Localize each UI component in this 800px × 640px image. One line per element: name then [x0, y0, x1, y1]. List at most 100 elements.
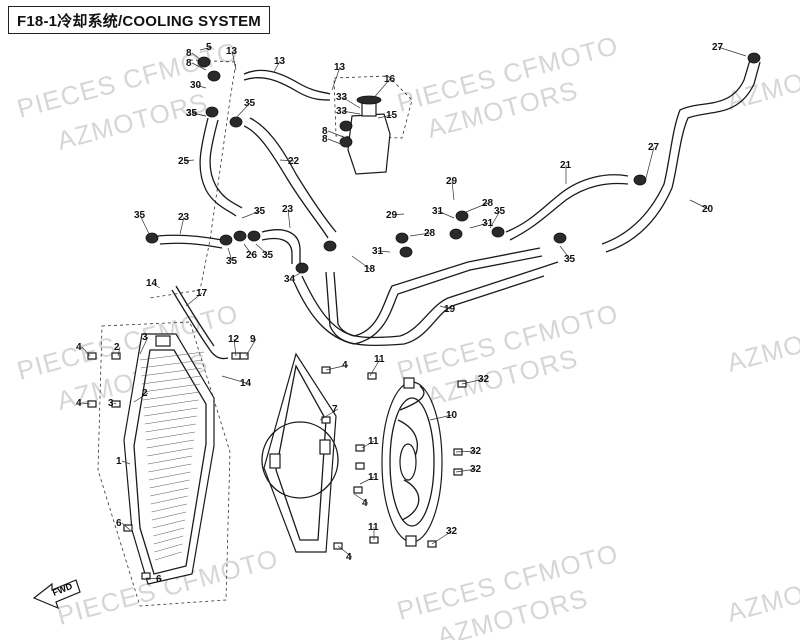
bolt: [321, 416, 331, 424]
leader-line: [179, 216, 185, 235]
callout-29: 29: [446, 176, 458, 187]
leader-line: [185, 292, 203, 307]
leader-line: [341, 96, 361, 109]
callout-31: 31: [372, 246, 384, 257]
leader-line: [377, 250, 391, 253]
leader-line: [113, 402, 117, 405]
leader-line: [191, 52, 205, 63]
leader-line: [645, 146, 655, 179]
leader-line: [465, 202, 489, 213]
coolant-reservoir: [347, 95, 391, 175]
callout-4: 4: [76, 342, 82, 353]
callout-16: 16: [384, 74, 396, 85]
bolt: [87, 352, 97, 360]
hose-clamp: [339, 136, 353, 148]
bolt: [239, 352, 249, 360]
radiator-fins: [139, 351, 205, 561]
callout-8: 8: [322, 134, 328, 145]
callout-14: 14: [146, 278, 158, 289]
leader-line: [117, 346, 121, 357]
leader-line: [139, 214, 151, 237]
callout-29: 29: [386, 210, 398, 221]
hose-clamp: [295, 262, 309, 274]
hose-clamp: [395, 232, 409, 244]
hose-clamp: [455, 210, 469, 222]
callout-33: 33: [336, 92, 348, 103]
hose-clamp: [339, 120, 353, 132]
callout-35: 35: [244, 98, 256, 109]
bolt: [367, 372, 377, 380]
leader-line: [81, 402, 91, 405]
leader-line: [191, 62, 207, 71]
callout-11: 11: [368, 472, 379, 483]
callout-31: 31: [482, 218, 494, 229]
page-title-text: F18-1冷却系统/COOLING SYSTEM: [17, 12, 261, 30]
callout-19: 19: [444, 304, 456, 315]
callout-11: 11: [368, 522, 379, 533]
callout-22: 22: [288, 156, 300, 167]
leader-line: [331, 66, 341, 91]
callout-6: 6: [156, 574, 162, 585]
leader-line: [689, 199, 709, 210]
leader-line: [439, 305, 451, 310]
hose-clamp: [323, 240, 337, 252]
callout-10: 10: [446, 410, 458, 421]
watermark-text: AZMOTORS: [724, 559, 800, 628]
leader-line: [227, 247, 233, 262]
hose-clamp: [449, 228, 463, 240]
leader-line: [121, 522, 131, 531]
hose-clamp: [229, 116, 243, 128]
leader-line: [273, 60, 281, 73]
leader-line: [287, 208, 291, 229]
leader-line: [121, 460, 131, 465]
leader-line: [391, 213, 405, 216]
leader-line: [351, 255, 371, 270]
leader-lines: [81, 46, 747, 580]
fwd-arrow-icon: FWD: [32, 579, 81, 610]
callout-23: 23: [178, 212, 190, 223]
cooling-fan: [381, 377, 443, 547]
leader-line: [327, 138, 347, 147]
hose-clamp: [207, 70, 221, 82]
leader-line: [353, 493, 369, 504]
callout-35: 35: [494, 206, 506, 217]
callout-30: 30: [190, 80, 202, 91]
callout-35: 35: [564, 254, 576, 265]
callout-7: 7: [332, 404, 338, 415]
callout-8: 8: [186, 48, 192, 59]
leader-line: [359, 476, 375, 485]
leader-line: [437, 210, 455, 219]
hose-clamp: [219, 234, 233, 246]
hose-24: [157, 234, 223, 241]
callout-11: 11: [368, 436, 379, 447]
callout-35: 35: [226, 256, 238, 267]
callout-2: 2: [142, 388, 148, 399]
bolt: [141, 572, 151, 580]
hose-21: [505, 174, 629, 233]
leader-line: [221, 375, 247, 384]
hose-20: [601, 59, 751, 245]
leader-line: [279, 159, 295, 162]
callout-13: 13: [274, 56, 286, 67]
leader-line: [245, 338, 257, 357]
callout-13: 13: [226, 46, 238, 57]
callout-35: 35: [134, 210, 146, 221]
leader-line: [717, 46, 747, 57]
hose-22: [243, 125, 329, 239]
bolt: [111, 352, 121, 360]
callout-9: 9: [250, 334, 256, 345]
callout-21: 21: [560, 160, 572, 171]
callout-17: 17: [196, 288, 208, 299]
leader-line: [455, 468, 477, 473]
callout-28: 28: [482, 198, 494, 209]
leader-line: [377, 114, 393, 119]
leader-line: [327, 130, 347, 139]
leader-line: [145, 577, 163, 580]
callout-35: 35: [254, 206, 266, 217]
watermark-text: AZMOTORS: [724, 309, 800, 378]
leader-line: [231, 50, 237, 71]
hose-clamp: [491, 226, 505, 238]
upper-hose-outline: [149, 59, 237, 299]
